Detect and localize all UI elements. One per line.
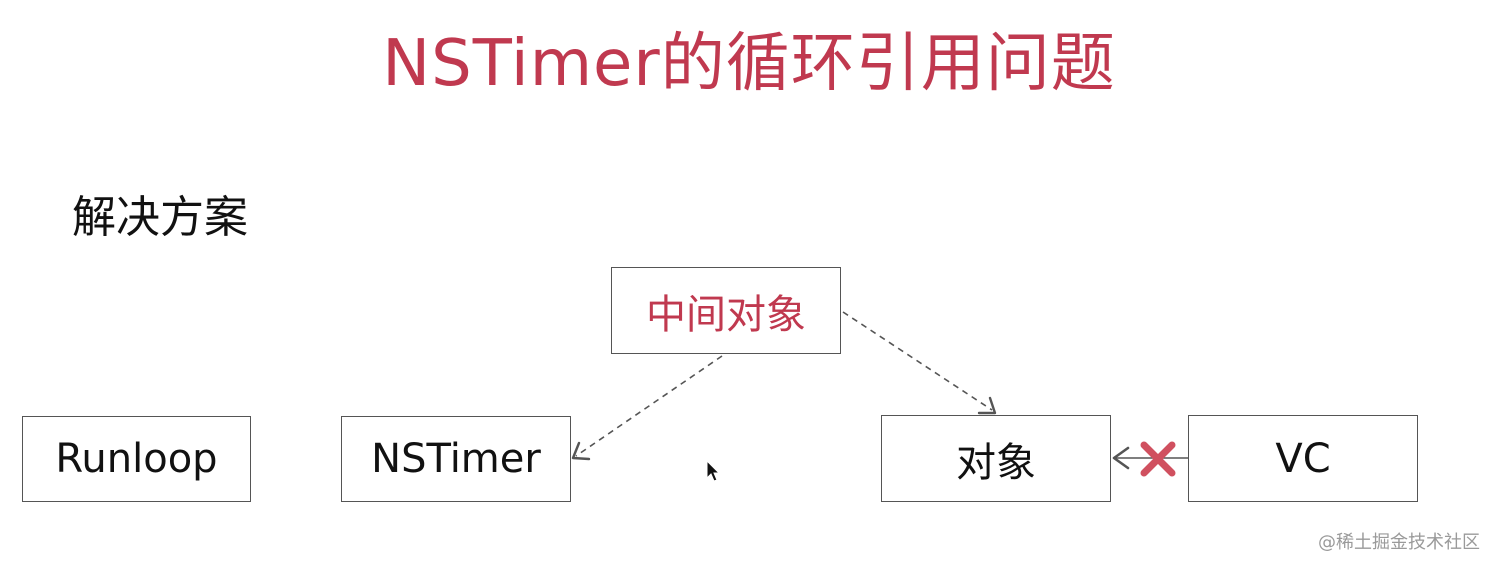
section-heading: 解决方案 bbox=[72, 192, 248, 243]
middle-object-label: 中间对象 bbox=[646, 291, 806, 338]
middle-to-object-arrow bbox=[842, 311, 997, 415]
nstimer-box: NSTimer bbox=[341, 416, 571, 502]
cross-icon bbox=[1140, 441, 1176, 477]
cursor-icon bbox=[706, 459, 721, 482]
middle-object-box: 中间对象 bbox=[611, 267, 841, 354]
middle-to-nstimer-arrow bbox=[571, 355, 723, 461]
vc-box: VC bbox=[1188, 415, 1418, 502]
object-label: 对象 bbox=[956, 439, 1036, 486]
runloop-box: Runloop bbox=[22, 416, 251, 502]
runloop-label: Runloop bbox=[55, 436, 218, 482]
slide-title: NSTimer的循环引用问题 bbox=[382, 27, 1116, 101]
vc-label: VC bbox=[1275, 435, 1331, 482]
vc-to-object-arrow bbox=[1112, 446, 1188, 470]
watermark: @稀土掘金技术社区 bbox=[1318, 532, 1480, 553]
object-box: 对象 bbox=[881, 415, 1111, 502]
nstimer-label: NSTimer bbox=[371, 436, 541, 482]
